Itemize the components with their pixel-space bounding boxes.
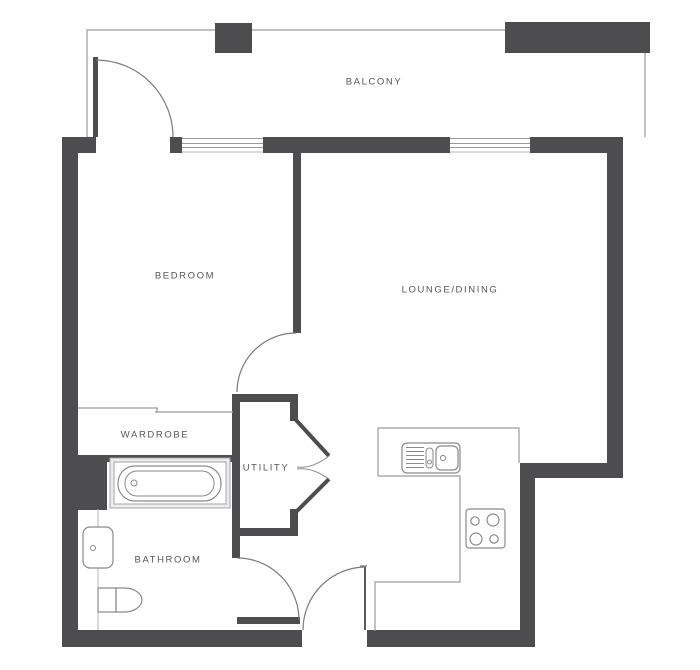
bathroom-door: [236, 557, 300, 624]
balcony-outline: [86, 29, 646, 137]
wall-bath-pier: [62, 455, 107, 510]
toilet-cistern: [97, 587, 117, 613]
room-label-balcony: BALCONY: [345, 76, 403, 88]
walls: [62, 22, 650, 647]
wall-right-upper: [607, 137, 623, 463]
kitchen-counter: [374, 427, 520, 631]
hob-ring-large-1: [486, 513, 500, 527]
balcony-pillar-large: [505, 22, 650, 53]
hob: [465, 508, 506, 549]
wall-top-d: [530, 137, 607, 153]
sink-divider: [425, 447, 434, 469]
entrance-door: [302, 565, 367, 631]
wash-basin: [82, 526, 114, 569]
wall-top-a: [62, 137, 96, 153]
utility-bifold-door: [294, 418, 331, 514]
basin-drain: [90, 545, 96, 551]
bathtub-drain: [130, 479, 138, 487]
top-wall-window-left: [182, 137, 263, 153]
room-label-bedroom: BEDROOM: [154, 270, 216, 282]
room-label-utility: UTILITY: [242, 462, 290, 474]
bedroom-door: [236, 332, 297, 393]
wall-left: [62, 137, 78, 647]
bifold-fold-lower: [296, 468, 330, 480]
sink-bowl: [435, 445, 459, 471]
sink-bowl-drain: [439, 454, 447, 462]
wall-kitchen-side: [520, 478, 535, 647]
wall-right-step: [520, 463, 623, 478]
sink-tap: [427, 459, 432, 465]
wall-utility-left: [232, 394, 240, 558]
hob-ring-small-1: [470, 516, 480, 526]
wall-bottom-right: [367, 630, 535, 647]
wall-utility-bottom: [232, 528, 298, 536]
hob-ring-large-2: [469, 532, 483, 546]
bedroom-door-swing-arc: [236, 332, 297, 393]
wall-top-b: [170, 137, 182, 153]
room-label-lounge-dining: LOUNGE/DINING: [401, 284, 499, 296]
top-wall-window-right: [450, 137, 530, 153]
balcony-door-leaf: [93, 57, 98, 137]
kitchen-sink: [401, 442, 461, 474]
wall-bottom-left: [62, 630, 302, 647]
wall-top-c: [263, 137, 450, 153]
balcony-door: [93, 57, 174, 138]
bathtub: [109, 457, 231, 509]
wall-utility-right-upper: [290, 394, 298, 421]
room-label-wardrobe: WARDROBE: [120, 429, 190, 441]
toilet-bowl: [115, 587, 143, 613]
hob-ring-small-2: [489, 534, 499, 544]
bifold-fold-upper: [296, 455, 330, 468]
entrance-door-swing-arc: [302, 566, 367, 631]
room-label-bathroom: BATHROOM: [134, 554, 202, 566]
wall-utility-right-lower: [290, 509, 298, 536]
bifold-leaf-lower: [294, 477, 331, 514]
wardrobe-sliding-doors: [78, 407, 233, 413]
balcony-door-swing-arc: [95, 59, 174, 138]
bifold-leaf-upper: [294, 418, 331, 458]
bathroom-door-leaf: [237, 617, 300, 624]
toilet: [97, 587, 143, 613]
bathroom-door-swing-arc: [236, 557, 300, 621]
wall-bedroom-partition: [293, 152, 301, 333]
sink-drainer-ribs: [406, 447, 424, 468]
wall-utility-top: [232, 394, 298, 402]
balcony-pillar-small: [215, 23, 252, 53]
